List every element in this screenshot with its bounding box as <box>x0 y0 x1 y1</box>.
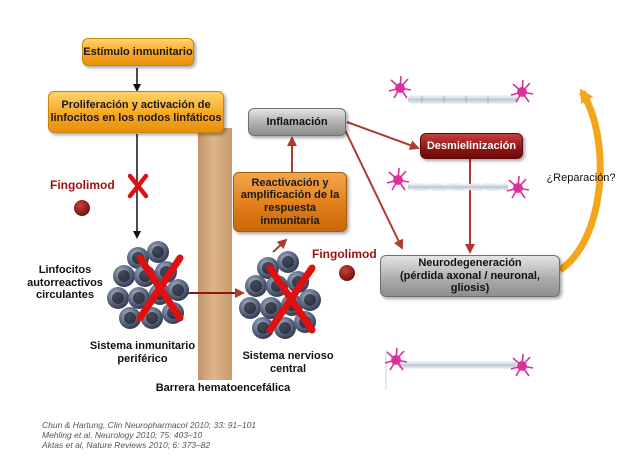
proliferation-label-line2: linfocitos en los nodos linfáticos <box>50 112 222 124</box>
reactivation-label-line3: respuesta <box>264 202 316 214</box>
x-mark-icon <box>136 254 184 322</box>
neuron-icon <box>388 75 534 104</box>
proliferation-label-line1: Proliferación y activación de <box>61 99 211 112</box>
lymphocytes-label-line3: circulantes <box>35 289 95 302</box>
peripheral-label-line1: Sistema inmunitario <box>89 340 196 352</box>
inflammation-box: Inflamación <box>248 108 346 136</box>
arrow-inflammation-to-neurodegeneration <box>344 129 404 250</box>
demyelination-label: Desmielinización <box>426 139 517 152</box>
neurodegeneration-label-line2: (pérdida axonal / neuronal, gliosis) <box>400 269 540 295</box>
drug-dot-icon <box>339 265 355 281</box>
lymphocytes-label-line2: autorreactivos <box>27 276 103 289</box>
neurodegeneration-box: Neurodegeneración (pérdida axonal / neur… <box>380 255 560 297</box>
barrier-label: Barrera hematoencefálica <box>155 382 291 394</box>
arrow-inflammation-to-demyelination <box>346 121 420 150</box>
inflammation-label: Inflamación <box>266 115 328 128</box>
cns-label-line2: central <box>269 362 307 375</box>
stimulus-box: Estímulo inmunitario <box>82 38 194 66</box>
x-mark-icon <box>127 173 149 199</box>
drug-dot-icon <box>74 200 90 216</box>
reactivation-label-line4: inmunitaria <box>260 214 320 227</box>
reactivation-box: Reactivación y amplificación de la respu… <box>233 172 347 232</box>
reference-item: Mehling et al, Neurology 2010; 75: 403–1… <box>42 430 203 441</box>
lymphocytes-label: Linfocitos autorreactivos circulantes <box>20 264 110 302</box>
reactivation-label-line1: Reactivación y <box>251 176 329 189</box>
peripheral-label-line2: periférico <box>117 352 168 365</box>
reactivation-label-line2: amplificación de la <box>240 189 340 202</box>
references: Chun & Hartung, Clin Neuropharmacol 2010… <box>42 420 256 451</box>
cns-label-line1: Sistema nervioso <box>242 350 334 362</box>
neuron-icon <box>386 167 530 199</box>
fingolimod-label-right: Fingolimod <box>312 247 377 261</box>
arrow-cns-to-reactivation <box>272 238 288 253</box>
demyelination-box: Desmielinización <box>420 133 523 159</box>
blood-brain-barrier-column <box>198 128 232 380</box>
cns-label: Sistema nervioso central <box>238 350 338 375</box>
curved-arrow-icon <box>557 88 604 273</box>
stimulus-label: Estímulo inmunitario <box>83 45 193 58</box>
neurodegeneration-label-line1: Neurodegeneración <box>418 257 522 270</box>
proliferation-box: Proliferación y activación de linfocitos… <box>48 91 224 133</box>
x-mark-icon <box>266 264 316 334</box>
neuron-icon <box>384 347 534 390</box>
lymphocytes-label-line1: Linfocitos <box>38 264 92 276</box>
reference-item: Aktas et al, Nature Reviews 2010; 6: 373… <box>42 440 211 451</box>
fingolimod-label-left: Fingolimod <box>50 178 115 192</box>
repair-label: ¿Reparación? <box>546 172 616 184</box>
peripheral-system-label: Sistema inmunitario periférico <box>85 340 200 365</box>
reference-item: Chun & Hartung, Clin Neuropharmacol 2010… <box>42 420 257 430</box>
